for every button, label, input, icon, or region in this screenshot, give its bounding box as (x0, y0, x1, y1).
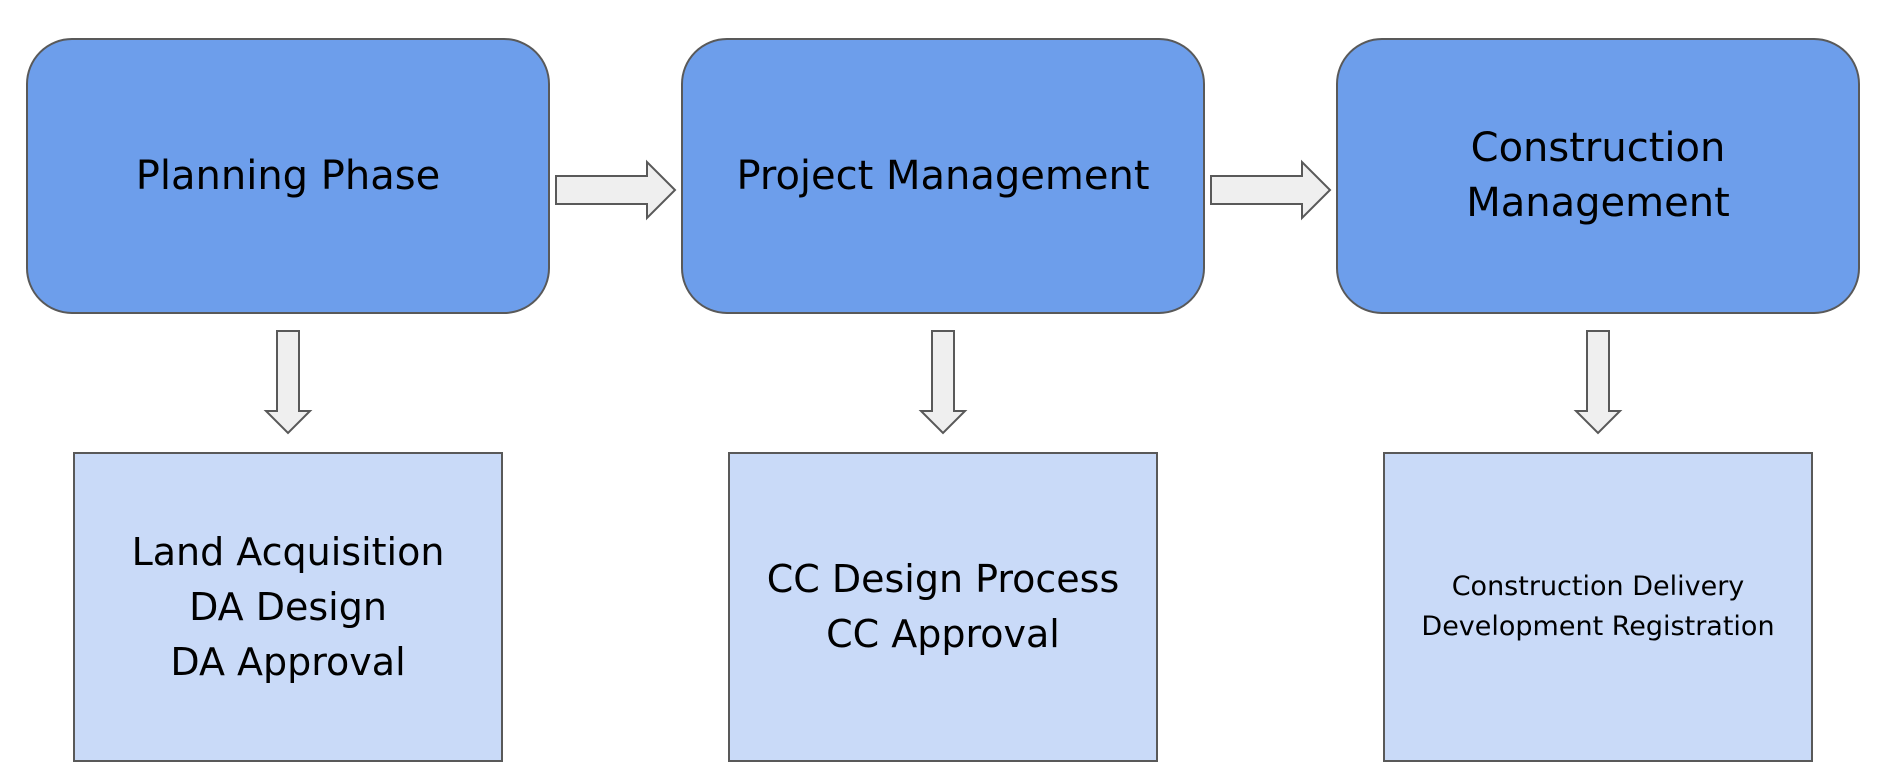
phase-box-planning: Planning Phase (26, 38, 550, 314)
task-box-project-management: CC Design Process CC Approval (728, 452, 1158, 762)
task-cc-approval: CC Approval (826, 612, 1060, 656)
task-box-construction-management: Construction Delivery Development Regist… (1383, 452, 1813, 762)
phase-box-project-management: Project Management (681, 38, 1205, 314)
task-development-registration: Development Registration (1421, 611, 1775, 642)
arrow-down-planning (263, 330, 313, 435)
task-land-acquisition: Land Acquisition (131, 529, 445, 574)
arrow-down-construction (1573, 330, 1623, 435)
task-da-approval: DA Approval (170, 639, 406, 684)
phase-title-project-management: Project Management (736, 152, 1150, 199)
arrow-right-project-to-construction (1210, 159, 1332, 221)
task-construction-delivery: Construction Delivery (1451, 571, 1745, 602)
phase-title-construction-management: Construction Management (1466, 125, 1730, 226)
task-box-planning: Land Acquisition DA Design DA Approval (73, 452, 503, 762)
task-cc-design-process: CC Design Process (766, 557, 1120, 601)
arrow-down-project (918, 330, 968, 435)
phase-box-construction-management: Construction Management (1336, 38, 1860, 314)
arrow-right-planning-to-project (555, 159, 677, 221)
task-da-design: DA Design (189, 584, 387, 629)
phase-title-planning: Planning Phase (135, 152, 441, 199)
